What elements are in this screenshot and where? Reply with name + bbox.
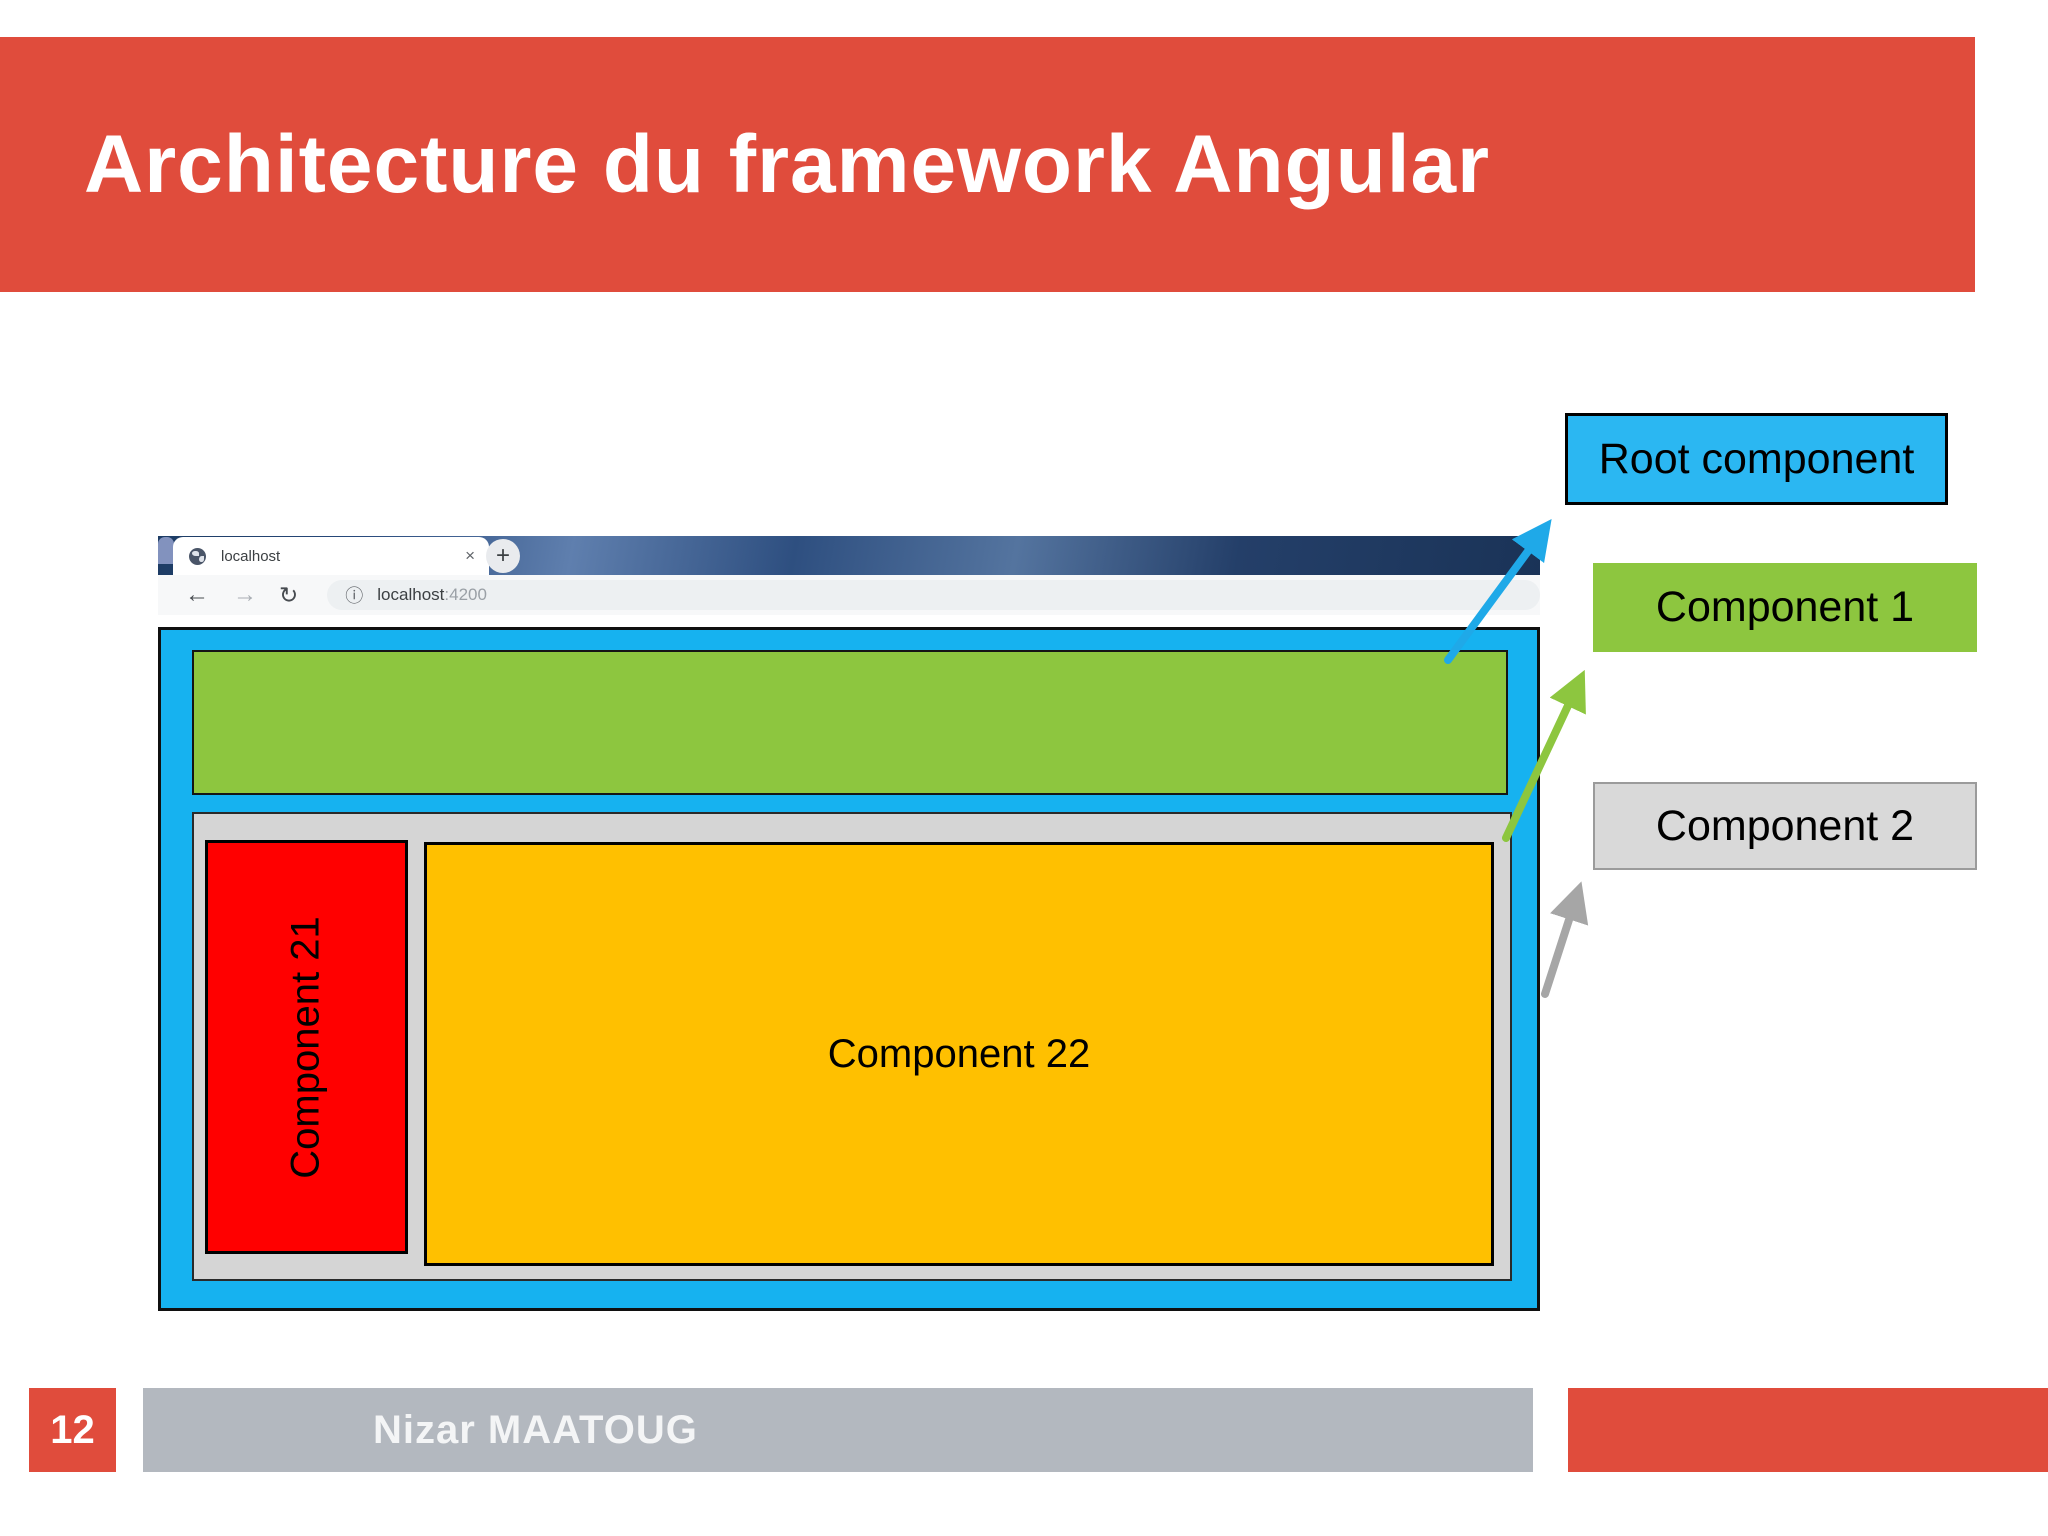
info-icon[interactable]: ⓘ [345,586,364,606]
browser-tab[interactable]: localhost × [173,537,489,575]
title-banner: Architecture du framework Angular [0,37,1975,292]
component22-box: Component 22 [424,842,1494,1266]
arrow-component2 [1541,881,1589,998]
footer-accent-box [1568,1388,2048,1472]
footer-author: Nizar MAATOUG [373,1407,698,1452]
component1-callout-label: Component 1 [1655,583,1915,631]
url-host: localhost [377,585,445,604]
tab-close-icon[interactable]: × [465,546,475,565]
root-component-callout: Root component [1565,413,1948,505]
address-bar[interactable]: ⓘ localhost:4200 [327,580,1540,610]
browser-toolbar: ← → ↻ ⓘ localhost:4200 [158,575,1540,615]
component21-label: Component 21 [284,915,328,1179]
url-port: :4200 [444,585,487,604]
new-tab-button[interactable]: + [486,539,520,573]
page-number: 12 [50,1407,95,1452]
back-icon[interactable]: ← [185,581,209,608]
component2-callout: Component 2 [1593,782,1977,870]
component21-box: Component 21 [205,840,408,1254]
root-component-frame: Component 21 Component 22 [158,627,1540,1311]
window-edge-sliver [158,537,174,564]
url-text: localhost:4200 [377,585,487,605]
globe-icon [189,547,206,565]
page-title: Architecture du framework Angular [84,118,1491,210]
page-number-box: 12 [29,1388,116,1472]
component2-callout-label: Component 2 [1655,801,1915,850]
component2-area: Component 21 Component 22 [192,812,1512,1281]
tab-title: localhost [221,547,281,565]
browser-tab-bar: localhost × + [158,536,1540,575]
reload-icon[interactable]: ↻ [279,581,299,608]
component1-bar [192,650,1508,795]
footer-bar: Nizar MAATOUG [143,1388,1533,1472]
forward-icon[interactable]: → [233,581,257,608]
component22-label: Component 22 [827,1031,1091,1076]
root-component-callout-label: Root component [1598,434,1915,483]
component1-callout: Component 1 [1593,563,1977,652]
